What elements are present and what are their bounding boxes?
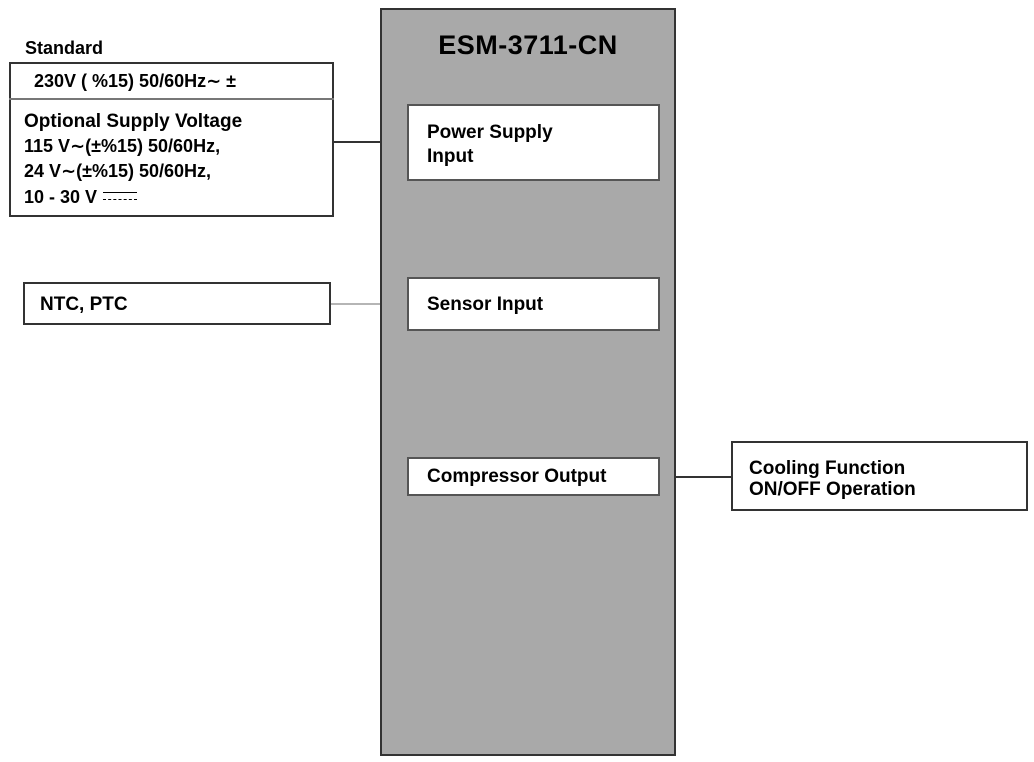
connector-output bbox=[676, 476, 731, 478]
supply-voltage-box bbox=[9, 62, 334, 217]
compressor-output-label: Compressor Output bbox=[427, 466, 607, 487]
connector-supply bbox=[334, 141, 380, 143]
power-supply-input-box: Power Supply Input bbox=[407, 104, 660, 181]
standard-label: Standard bbox=[25, 38, 104, 58]
optional-voltage-24: 24 V∼(±%15) 50/60Hz, bbox=[24, 161, 212, 181]
sensor-input-box: Sensor Input bbox=[407, 277, 660, 331]
power-supply-input-label-line1: Power Supply bbox=[427, 122, 553, 143]
output-target-line2: ON/OFF Operation bbox=[749, 479, 916, 500]
connector-sensor bbox=[331, 303, 380, 305]
optional-supply-title: Optional Supply Voltage bbox=[24, 111, 243, 132]
dc-voltage-icon bbox=[103, 191, 138, 205]
standard-voltage: 230V ( %15) 50/60Hz∼ ± bbox=[34, 71, 237, 91]
power-supply-input-label-line2: Input bbox=[427, 146, 474, 167]
output-target-line1: Cooling Function bbox=[749, 458, 906, 479]
optional-voltage-115: 115 V∼(±%15) 50/60Hz, bbox=[24, 136, 221, 156]
device-title: ESM-3711-CN bbox=[438, 30, 618, 60]
optional-voltage-dc-label: 10 - 30 V bbox=[24, 187, 98, 207]
sensor-input-label: Sensor Input bbox=[427, 294, 544, 315]
sensor-source-label: NTC, PTC bbox=[40, 294, 128, 315]
optional-voltage-dc: 10 - 30 V bbox=[24, 187, 138, 208]
sensor-source-box: NTC, PTC bbox=[23, 282, 331, 325]
compressor-output-box: Compressor Output bbox=[407, 457, 660, 496]
output-target-box: Cooling Function ON/OFF Operation bbox=[731, 441, 1028, 511]
supply-divider bbox=[9, 98, 334, 100]
